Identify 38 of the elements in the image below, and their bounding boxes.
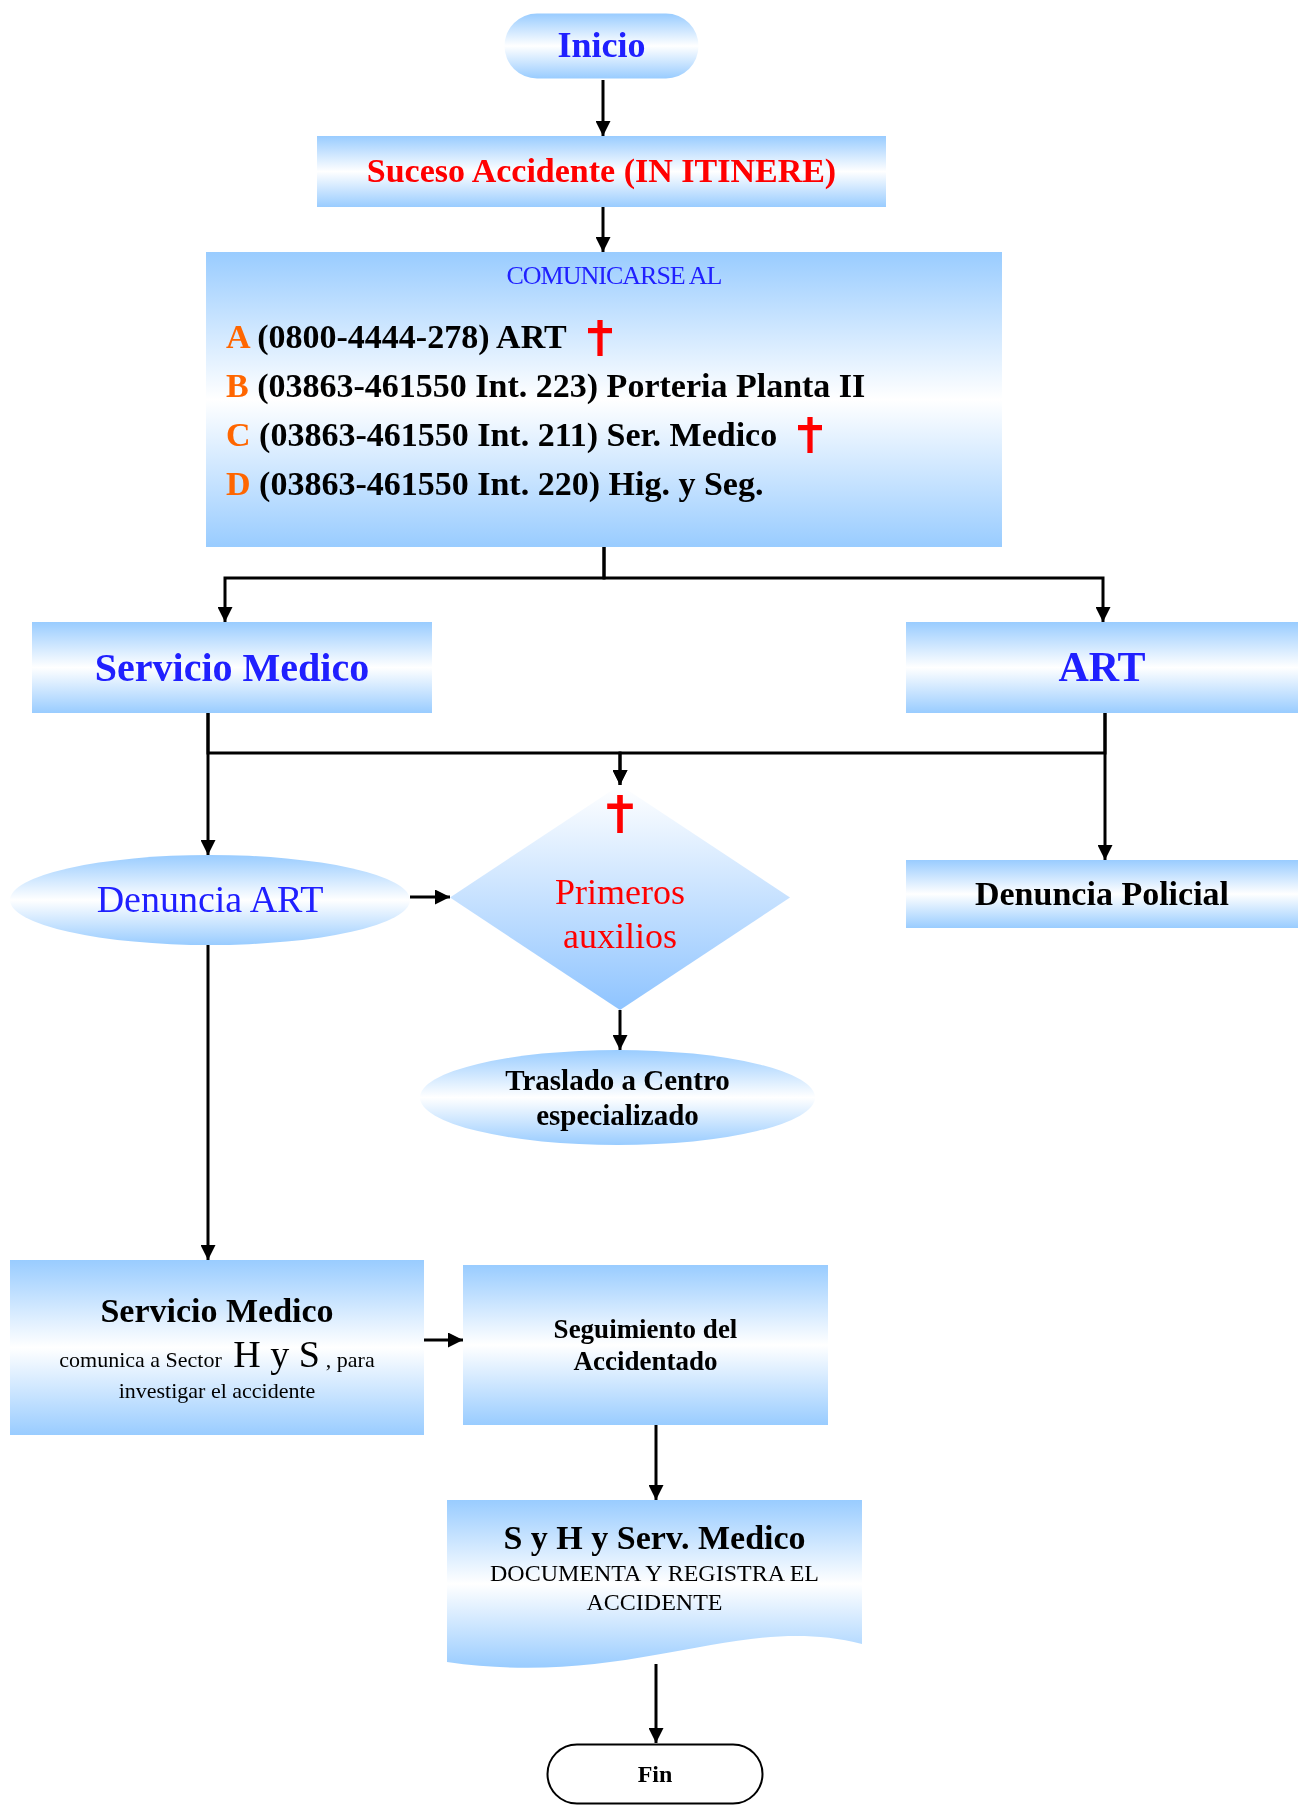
- start-label: Inicio: [557, 24, 646, 68]
- process-box: [463, 1265, 828, 1425]
- heading: Servicio Medico: [100, 1291, 334, 1332]
- end-label: Fin: [637, 1759, 673, 1789]
- arrow: [648, 1425, 664, 1500]
- heading: S y H y Serv. Medico: [503, 1518, 806, 1558]
- step-label: Seguimiento del Accidentado: [552, 1312, 739, 1378]
- process-box: [906, 622, 1298, 713]
- contact-line: D (03863-461550 Int. 220) Hig. y Seg.: [226, 463, 764, 504]
- arrow: [410, 889, 450, 905]
- process-box: [906, 860, 1298, 928]
- arrow: [602, 547, 1111, 622]
- arrow: [200, 945, 216, 1260]
- arrow: [595, 207, 611, 252]
- process-box: [206, 252, 1002, 547]
- step-label: Servicio Medico: [94, 643, 370, 692]
- heading: COMUNICARSE AL: [506, 260, 722, 292]
- contact-line: B (03863-461550 Int. 223) Porteria Planta II: [226, 366, 866, 406]
- step-label: ART: [1058, 643, 1146, 693]
- step-label: Traslado a Centro especializado: [504, 1062, 731, 1133]
- arrow: [595, 80, 611, 136]
- contact-line: C (03863-461550 Int. 211) Ser. Medico: [226, 414, 778, 455]
- process-ellipse: [10, 855, 410, 945]
- arrow: [648, 1664, 664, 1743]
- step-label: Denuncia Policial: [974, 873, 1230, 914]
- step-label: Primeros auxilios: [554, 871, 686, 958]
- contact-line: A (0800-4444-278) ART: [226, 317, 567, 358]
- description: comunica a Sector H y S, para investigar el accidente: [58, 1331, 376, 1404]
- process-ellipse: [420, 1050, 815, 1145]
- process-box: [32, 622, 432, 713]
- arrow: [424, 1332, 463, 1348]
- step-label: Suceso Accidente (IN ITINERE): [366, 151, 837, 192]
- process-box: [10, 1260, 424, 1435]
- process-box: [317, 136, 886, 207]
- arrow: [1097, 713, 1113, 860]
- step-label: Denuncia ART: [96, 877, 324, 923]
- description: DOCUMENTA Y REGISTRA EL ACCIDENTE: [489, 1558, 820, 1617]
- arrow: [612, 1010, 628, 1050]
